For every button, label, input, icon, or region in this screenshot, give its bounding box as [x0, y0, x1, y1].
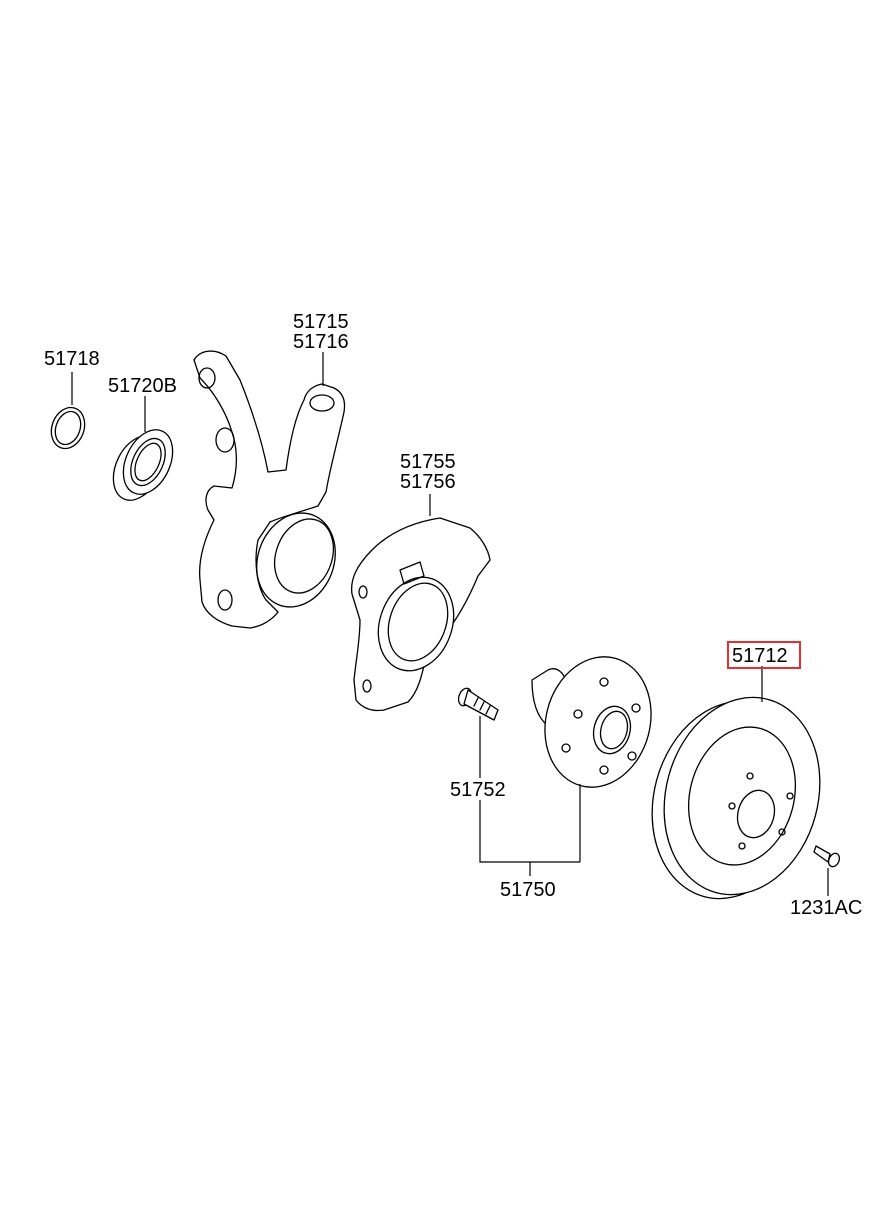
screw-1231ac[interactable]	[813, 845, 841, 896]
label-51712[interactable]: 51712	[732, 645, 788, 667]
wheel-hub-51750[interactable]	[531, 645, 666, 862]
highlight-box-51712	[727, 641, 801, 669]
label-51720b: 51720B	[108, 375, 177, 397]
bearing-51720b[interactable]	[104, 396, 183, 508]
label-51755: 51755	[400, 451, 456, 473]
brake-disc-51712[interactable]	[631, 666, 842, 916]
hub-bolt-51752[interactable]	[456, 686, 499, 778]
label-51752: 51752	[450, 779, 506, 801]
label-51756: 51756	[400, 471, 456, 493]
label-51718: 51718	[44, 348, 100, 370]
snap-ring-51718[interactable]	[46, 372, 90, 453]
bracket-51750	[479, 800, 580, 863]
label-51715: 51715	[293, 311, 349, 333]
label-51750: 51750	[500, 879, 556, 901]
label-51716: 51716	[293, 331, 349, 353]
steering-knuckle-51715[interactable]	[193, 350, 348, 629]
dust-cover-51755[interactable]	[350, 494, 491, 712]
label-1231ac: 1231AC	[790, 897, 862, 919]
